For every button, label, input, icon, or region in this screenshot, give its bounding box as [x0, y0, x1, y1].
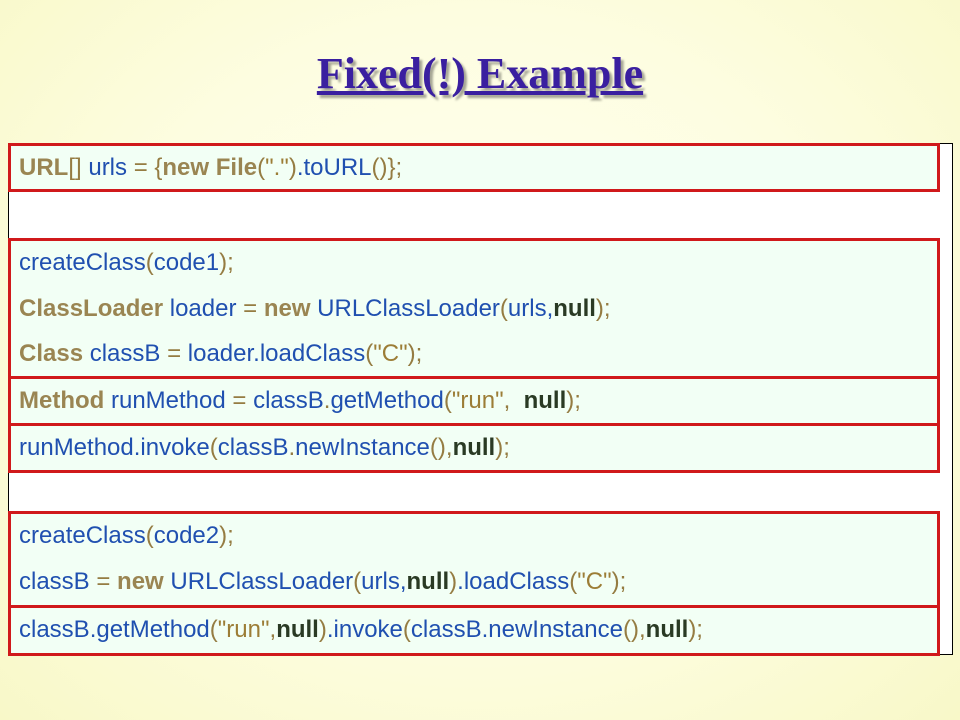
code-token: =: [167, 340, 182, 367]
code-token: classB: [83, 340, 168, 367]
code-token: null: [452, 434, 496, 461]
code-token: code2: [153, 522, 220, 549]
highlight-box-get-method: [8, 376, 940, 426]
code-token: "C": [577, 568, 612, 595]
code-line: createClass(code2);: [19, 514, 234, 558]
highlight-box-urls: [8, 143, 940, 192]
code-token: classB.getMethod: [19, 616, 210, 643]
code-token: loader: [163, 295, 244, 322]
code-token: createClass: [19, 249, 146, 276]
code-token: .: [288, 434, 296, 461]
code-token: =: [243, 295, 258, 322]
code-line: ClassLoader loader = new URLClassLoader(…: [19, 287, 611, 331]
code-token: (: [257, 154, 266, 181]
code-token: ): [318, 616, 327, 643]
code-token: loader.loadClass: [181, 340, 366, 367]
code-token: URLClassLoader: [163, 568, 354, 595]
code-token: [257, 295, 264, 322]
code-token: runMethod.invoke: [19, 434, 210, 461]
code-token: null: [406, 568, 450, 595]
code-token: new: [162, 154, 210, 181]
code-token: (: [569, 568, 578, 595]
code-token: =: [133, 154, 148, 181]
code-token: (: [365, 340, 374, 367]
code-token: newInstance: [295, 434, 430, 461]
code-token: null: [645, 616, 689, 643]
slide-title: Fixed(!) Example: [316, 49, 644, 98]
code-token: (: [443, 387, 452, 414]
code-token: (: [402, 616, 411, 643]
code-token: ,: [269, 616, 277, 643]
code-token: classB: [19, 568, 97, 595]
code-token: (: [499, 295, 508, 322]
code-token: (),: [623, 616, 646, 643]
code-token: .invoke: [326, 616, 403, 643]
code-token: urls: [81, 154, 134, 181]
code-token: "run": [217, 616, 270, 643]
highlight-box-invoke: [8, 423, 940, 473]
code-token: =: [96, 568, 111, 595]
code-token: );: [688, 616, 703, 643]
code-token: new: [263, 295, 311, 322]
code-token: (),: [429, 434, 453, 461]
code-token: ): [449, 568, 458, 595]
code-token: createClass: [19, 522, 146, 549]
code-line: Method runMethod = classB.getMethod("run…: [19, 379, 581, 423]
code-token: new: [117, 568, 164, 595]
code-token: null: [276, 616, 319, 643]
code-token: URL: [19, 154, 69, 181]
code-token: (: [209, 616, 218, 643]
code-token: "run": [451, 387, 504, 414]
code-token: );: [407, 340, 423, 367]
code-token: Class: [19, 340, 84, 367]
code-token: null: [523, 387, 567, 414]
code-token: "C": [373, 340, 408, 367]
code-token: ): [288, 154, 297, 181]
code-token: .: [323, 387, 331, 414]
code-token: [209, 154, 216, 181]
code-line: createClass(code1);: [19, 241, 234, 285]
code-token: (: [353, 568, 362, 595]
code-token: getMethod: [330, 387, 444, 414]
code-token: (: [145, 249, 154, 276]
code-token: (: [145, 522, 154, 549]
code-line: classB = new URLClassLoader(urls,null).l…: [19, 560, 626, 604]
code-token: ".": [265, 154, 289, 181]
code-token: Method: [19, 387, 105, 414]
code-token: );: [611, 568, 627, 595]
code-token: urls,: [507, 295, 554, 322]
code-token: code1: [153, 249, 220, 276]
code-token: null: [553, 295, 596, 322]
code-token: ,: [503, 387, 524, 414]
code-token: (: [209, 434, 218, 461]
code-token: classB: [246, 387, 324, 414]
code-token: );: [495, 434, 510, 461]
highlight-box-reinvoke: [8, 605, 940, 656]
code-token: };: [387, 154, 403, 181]
code-token: =: [232, 387, 247, 414]
code-token: (): [371, 154, 388, 181]
code-token: ClassLoader: [19, 295, 164, 322]
code-token: runMethod: [104, 387, 233, 414]
code-token: );: [219, 249, 234, 276]
code-token: {: [154, 154, 163, 181]
code-token: urls,: [361, 568, 407, 595]
code-token: classB.newInstance: [410, 616, 623, 643]
code-line: URL[] urls = {new File(".").toURL()};: [19, 146, 402, 190]
code-token: );: [595, 295, 611, 322]
code-token: );: [219, 522, 234, 549]
code-line: runMethod.invoke(classB.newInstance(),nu…: [19, 426, 510, 470]
code-token: []: [68, 154, 82, 181]
code-token: .toURL: [296, 154, 372, 181]
code-token: .loadClass: [457, 568, 570, 595]
code-token: File: [215, 154, 258, 181]
code-line: Class classB = loader.loadClass("C");: [19, 332, 422, 376]
code-line: classB.getMethod("run",null).invoke(clas…: [19, 608, 703, 652]
code-token: );: [566, 387, 581, 414]
code-token: URLClassLoader: [310, 295, 500, 322]
code-token: classB: [217, 434, 289, 461]
